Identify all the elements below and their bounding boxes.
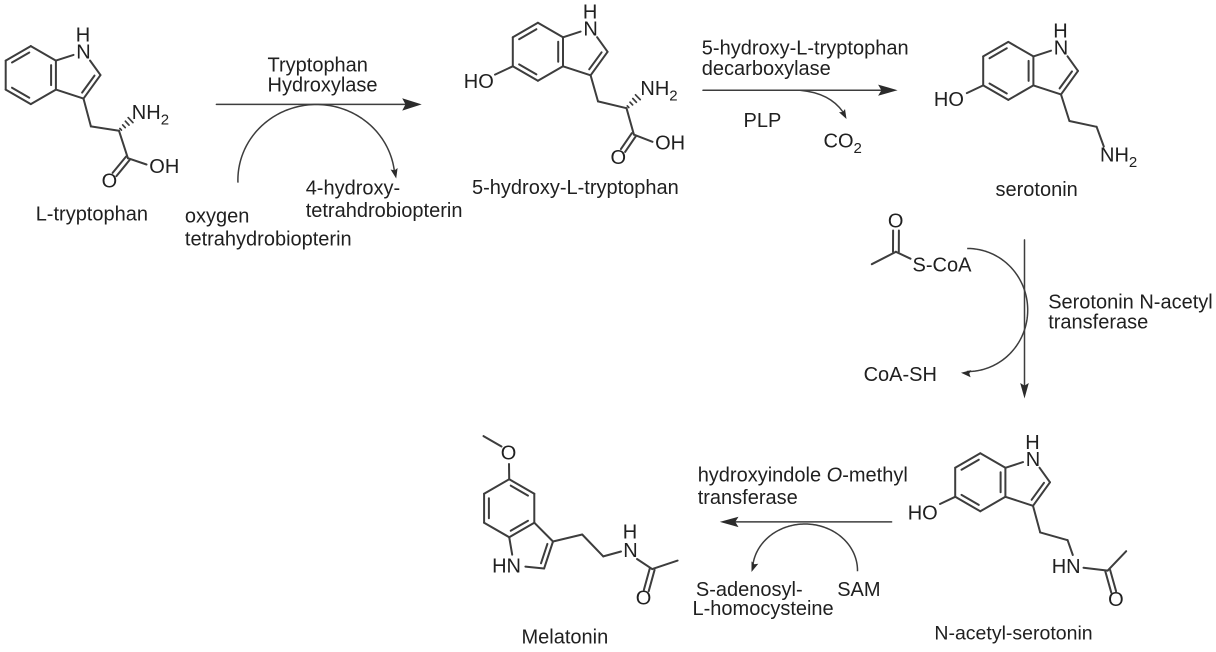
svg-text:HN: HN xyxy=(1052,556,1081,578)
svg-text:PLP: PLP xyxy=(744,110,782,132)
svg-text:oxygen: oxygen xyxy=(185,206,250,228)
svg-text:transferase: transferase xyxy=(1048,312,1148,334)
svg-text:Hydroxylase: Hydroxylase xyxy=(268,75,378,97)
svg-text:S-CoA: S-CoA xyxy=(913,255,973,277)
svg-text:4-hydroxy-: 4-hydroxy- xyxy=(306,178,400,200)
svg-text:OH: OH xyxy=(655,133,685,155)
svg-text:H: H xyxy=(76,25,90,47)
svg-text:S-adenosyl-: S-adenosyl- xyxy=(696,579,803,601)
svg-text:tetrahydrobiopterin: tetrahydrobiopterin xyxy=(185,229,352,251)
svg-text:O: O xyxy=(1108,589,1124,611)
svg-text:Tryptophan: Tryptophan xyxy=(268,55,368,77)
svg-text:HO: HO xyxy=(908,502,938,524)
svg-text:L-tryptophan: L-tryptophan xyxy=(36,204,148,226)
svg-text:N: N xyxy=(1054,37,1068,59)
svg-text:hydroxyindole O-methyl: hydroxyindole O-methyl xyxy=(698,465,908,487)
svg-text:N: N xyxy=(1026,449,1040,471)
svg-text:Serotonin N-acetyl: Serotonin N-acetyl xyxy=(1048,291,1213,313)
svg-text:H: H xyxy=(623,522,637,544)
svg-text:O: O xyxy=(888,211,904,233)
svg-text:O: O xyxy=(636,588,652,610)
svg-text:transferase: transferase xyxy=(698,487,798,509)
svg-text:CoA-SH: CoA-SH xyxy=(864,364,937,386)
svg-text:SAM: SAM xyxy=(837,579,880,601)
svg-text:serotonin: serotonin xyxy=(996,179,1078,201)
svg-text:O: O xyxy=(611,147,627,169)
svg-text:OH: OH xyxy=(149,156,179,178)
svg-text:H: H xyxy=(1025,432,1039,454)
svg-text:5-hydroxy-L-tryptophan: 5-hydroxy-L-tryptophan xyxy=(702,38,909,60)
svg-text:Melatonin: Melatonin xyxy=(522,627,609,649)
svg-text:N-acetyl-serotonin: N-acetyl-serotonin xyxy=(934,623,1092,645)
svg-text:N: N xyxy=(583,18,597,40)
svg-text:decarboxylase: decarboxylase xyxy=(702,58,831,80)
svg-text:H: H xyxy=(1053,20,1067,42)
svg-text:5-hydroxy-L-tryptophan: 5-hydroxy-L-tryptophan xyxy=(472,177,679,199)
svg-text:O: O xyxy=(501,443,517,465)
svg-text:H: H xyxy=(583,1,597,23)
svg-text:HN: HN xyxy=(492,556,521,578)
svg-text:L-homocysteine: L-homocysteine xyxy=(693,598,834,620)
svg-text:tetrahdrobiopterin: tetrahdrobiopterin xyxy=(306,200,463,222)
svg-text:O: O xyxy=(102,171,118,193)
svg-text:N: N xyxy=(623,540,637,562)
svg-text:HO: HO xyxy=(934,89,964,111)
svg-text:HO: HO xyxy=(464,71,494,93)
svg-text:N: N xyxy=(76,42,90,64)
